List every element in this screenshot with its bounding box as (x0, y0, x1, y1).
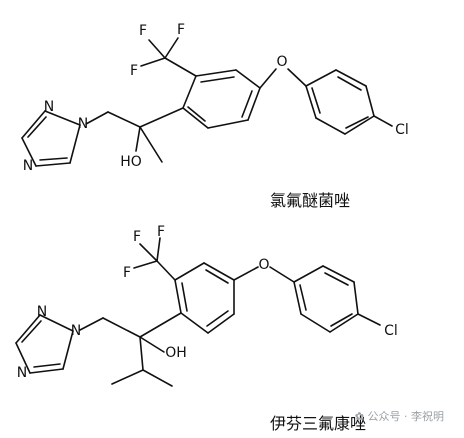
compound-name-2: 伊芬三氟康唑 (270, 414, 367, 433)
chlorine-label-1: Cl (395, 122, 409, 138)
triazole-n1-label-2: N (71, 323, 81, 339)
watermark-author: 李祝明 (411, 410, 444, 423)
fluorine-label-1c: F (130, 63, 138, 79)
compound-name-1: 氯氟醚菌唑 (270, 191, 351, 210)
chlorine-label-2: Cl (384, 323, 398, 339)
molecule-2: F F F O Cl N N N OH (15, 224, 398, 387)
watermark-separator: · (404, 410, 408, 423)
triazole-ring-2 (15, 314, 74, 374)
watermark: ✿ 公众号 · 李祝明 (355, 408, 444, 424)
fluorine-label-2a: F (133, 229, 141, 245)
fluorine-label-1b: F (177, 22, 185, 38)
chlorophenyl-ring-b-1 (305, 69, 375, 135)
phenyl-ring-a-1 (182, 69, 261, 129)
ether-oxygen-label-1: O (276, 54, 287, 70)
phenyl-ring-a-2 (174, 262, 235, 334)
fluorine-label-2c: F (123, 265, 131, 281)
triazole-n2-label-1: N (44, 99, 54, 115)
fluorine-label-1a: F (139, 23, 147, 39)
ether-oxygen-label-2: O (258, 257, 269, 273)
chlorophenyl-ring-b-2 (293, 265, 359, 333)
molecule-1: F F F O Cl N N N HO (21, 22, 409, 174)
triazole-ring-1 (21, 110, 81, 167)
watermark-source: 公众号 (367, 410, 401, 423)
triazole-n2-label-2: N (37, 304, 47, 320)
hydroxyl-label-2: OH (165, 345, 187, 361)
fluorine-label-2b: F (157, 224, 165, 240)
wechat-icon: ✿ (354, 410, 364, 423)
triazole-n4-label-1: N (23, 158, 33, 174)
hydroxyl-label-1: HO (120, 154, 142, 170)
triazole-n1-label-1: N (78, 116, 88, 132)
triazole-n4-label-2: N (17, 365, 27, 381)
